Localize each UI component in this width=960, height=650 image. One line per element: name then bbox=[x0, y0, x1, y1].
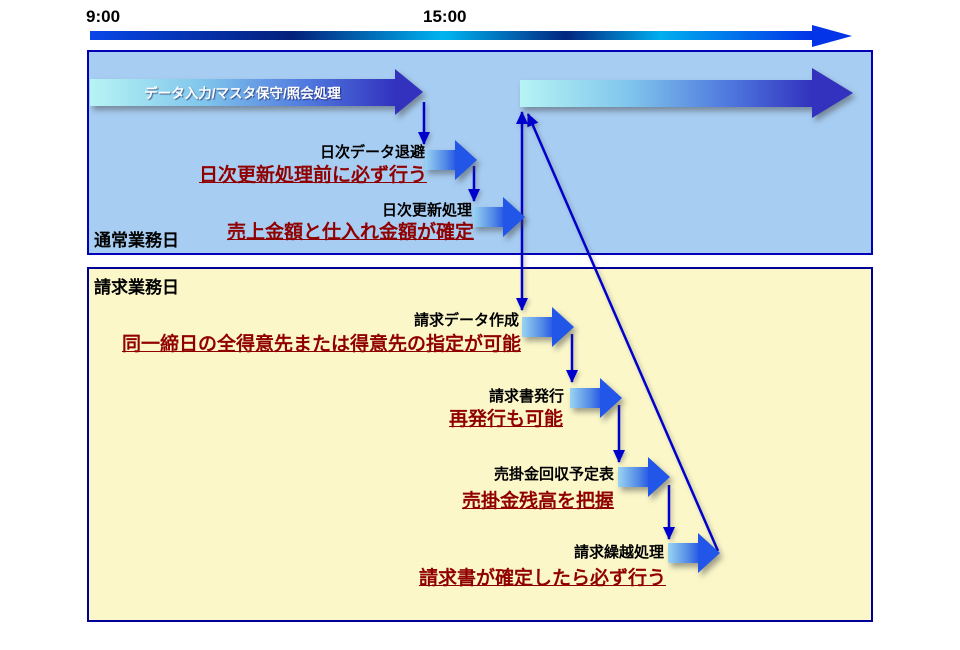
step-label-billing-data: 請求データ作成 bbox=[413, 312, 519, 329]
step-note-billing-data: 同一締日の全得意先または得意先の指定が可能 bbox=[121, 334, 521, 355]
step-arrow-invoice-issue bbox=[570, 378, 622, 418]
normal-day-label: 通常業務日 bbox=[94, 231, 179, 250]
arrowhead-icon bbox=[600, 378, 622, 418]
step-arrow-bar bbox=[618, 467, 648, 487]
step-arrow-bar bbox=[425, 150, 455, 170]
step-label-daily-backup: 日次データ退避 bbox=[319, 144, 425, 161]
step-note-invoice-issue: 再発行も可能 bbox=[448, 409, 563, 430]
arrowhead-icon bbox=[698, 533, 720, 573]
arrowhead-icon bbox=[503, 197, 525, 237]
continuous-task-label: データ入力/マスタ保守/照会処理 bbox=[144, 86, 341, 101]
afternoon-task-arrow bbox=[520, 68, 853, 118]
step-arrow-billing-data bbox=[522, 307, 574, 347]
afternoon-task-arrow-bar bbox=[520, 79, 812, 107]
step-arrow-daily-backup bbox=[425, 140, 477, 180]
timeline-arrow-bar bbox=[90, 31, 812, 40]
continuous-task-arrow-bar: データ入力/マスタ保守/照会処理 bbox=[90, 78, 395, 106]
step-label-invoice-issue: 請求書発行 bbox=[488, 388, 564, 405]
step-arrow-bar bbox=[522, 317, 552, 337]
continuous-task-arrow: データ入力/マスタ保守/照会処理 bbox=[90, 69, 423, 115]
step-arrow-daily-update bbox=[473, 197, 525, 237]
timeline-arrowhead-icon bbox=[812, 25, 852, 47]
step-arrow-bar bbox=[668, 543, 698, 563]
arrowhead-icon bbox=[395, 69, 423, 115]
step-arrow-bar bbox=[570, 388, 600, 408]
step-note-receivable-schedule: 売掛金残高を把握 bbox=[461, 491, 614, 512]
billing-day-label: 請求業務日 bbox=[94, 278, 179, 297]
step-note-billing-carryover: 請求書が確定したら必ず行う bbox=[418, 568, 666, 589]
step-label-daily-update: 日次更新処理 bbox=[381, 202, 472, 219]
step-arrow-bar bbox=[473, 207, 503, 227]
step-note-daily-update: 売上金額と仕入れ金額が確定 bbox=[226, 222, 474, 243]
step-arrow-receivable-schedule bbox=[618, 457, 670, 497]
billing-day-box bbox=[87, 267, 873, 622]
arrowhead-icon bbox=[455, 140, 477, 180]
arrowhead-icon bbox=[648, 457, 670, 497]
time-label-1500: 15:00 bbox=[423, 7, 467, 26]
arrowhead-icon bbox=[812, 68, 853, 118]
time-label-900: 9:00 bbox=[86, 7, 121, 26]
arrowhead-icon bbox=[552, 307, 574, 347]
step-arrow-billing-carryover bbox=[668, 533, 720, 573]
step-label-receivable-schedule: 売掛金回収予定表 bbox=[493, 466, 614, 483]
step-label-billing-carryover: 請求繰越処理 bbox=[573, 544, 664, 561]
step-note-daily-backup: 日次更新処理前に必ず行う bbox=[198, 165, 427, 186]
